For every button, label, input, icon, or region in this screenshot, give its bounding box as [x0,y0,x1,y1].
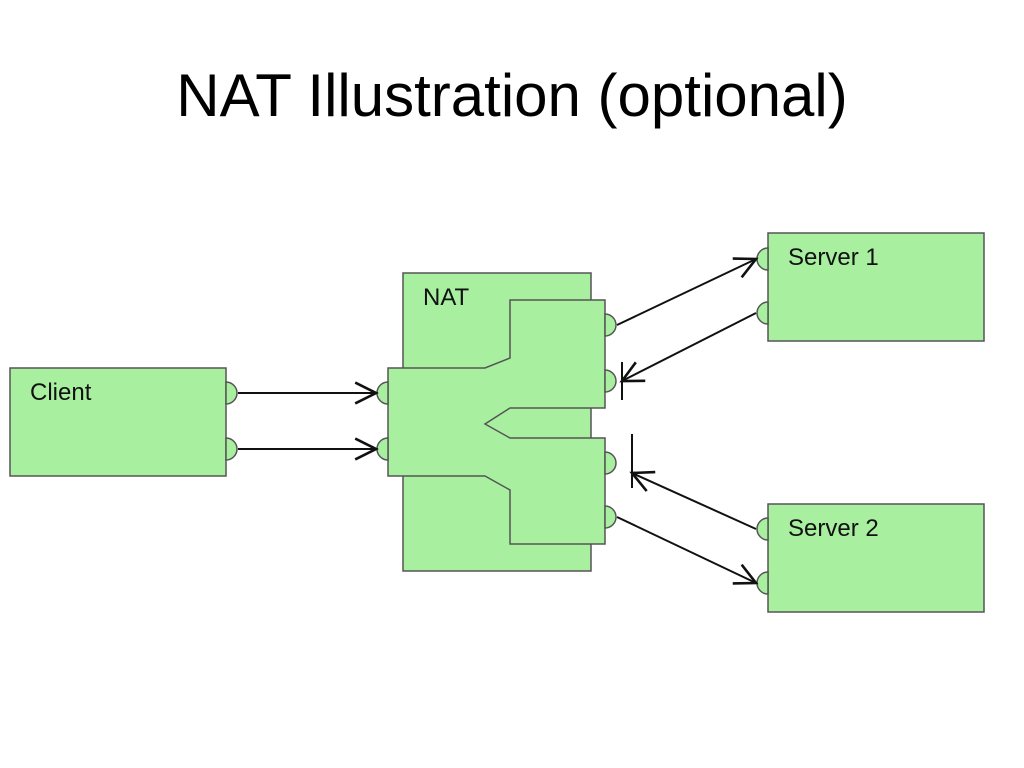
nat-label: NAT [423,284,470,311]
client-port-1 [225,381,238,405]
client-port-2 [225,437,238,461]
server1-port-2 [756,301,769,325]
server1-label: Server 1 [788,244,879,271]
nat-port-right-3 [604,451,617,475]
client-label: Client [30,379,92,406]
server2-port-2 [756,571,769,595]
page-title: NAT Illustration (optional) [176,62,848,129]
server1-box [767,232,985,342]
arrow-server1-to-nat [622,312,757,381]
client-box [9,367,227,477]
nat-translation-shape [387,299,606,545]
server2-box [767,503,985,613]
server2-port-1 [756,517,769,541]
nat-port-left-1 [376,381,389,405]
nat-port-right-2 [604,369,617,393]
server1-port-1 [756,247,769,271]
arrow-server2-to-nat [632,473,757,530]
nat-port-right-1 [604,313,617,337]
nat-port-right-4 [604,505,617,529]
nat-port-left-2 [376,437,389,461]
arrow-nat-to-server1 [616,259,756,326]
arrow-nat-to-server2 [616,516,756,583]
server2-label: Server 2 [788,515,879,542]
